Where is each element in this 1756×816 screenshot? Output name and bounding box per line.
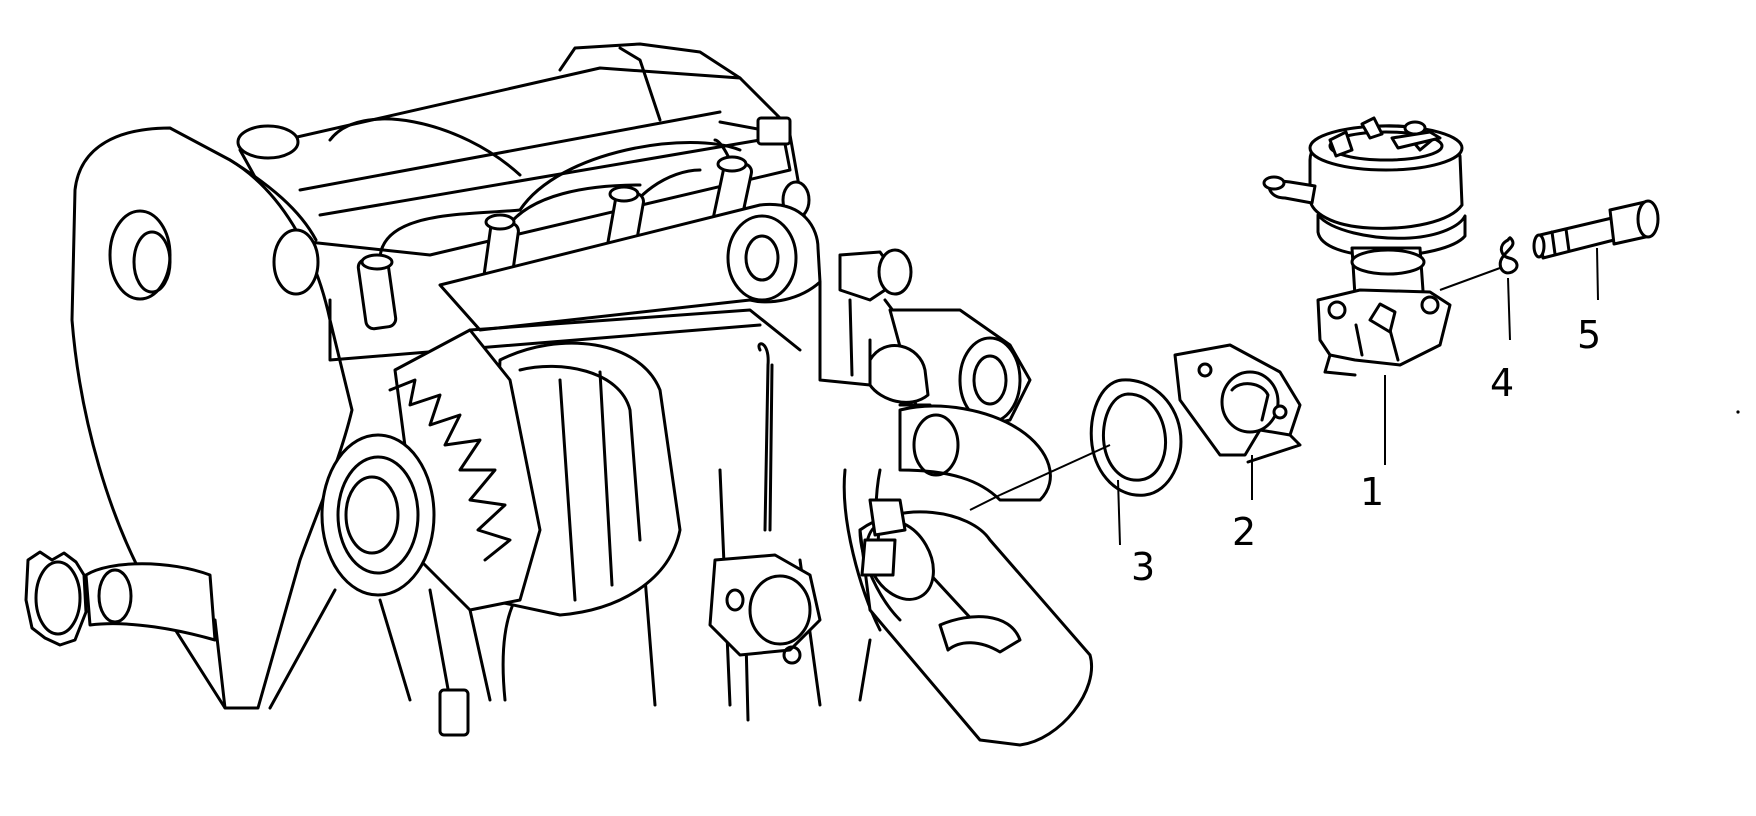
oil-filler-neck	[24, 550, 217, 647]
leader-part-5	[1596, 247, 1599, 301]
valve-cover	[236, 42, 811, 257]
speck	[1736, 410, 1740, 414]
spring-washer-part-4	[1498, 236, 1519, 275]
leader-pump-to-washer	[1439, 267, 1501, 291]
fuel-pump-part-1	[1262, 116, 1467, 377]
intake-pipe	[438, 203, 913, 387]
fuel-lines	[860, 498, 907, 577]
callout-3: 3	[1131, 545, 1155, 589]
leader-gasket-to-engine-2	[969, 494, 1001, 511]
breather-hoses	[842, 308, 1052, 632]
callout-2: 2	[1232, 510, 1256, 554]
leader-part-3	[1117, 479, 1121, 546]
leader-lines	[969, 247, 1599, 546]
gasket-part-3	[1089, 378, 1183, 497]
leader-gasket-to-engine	[999, 444, 1111, 496]
dipstick	[744, 342, 774, 722]
callouts: 1 2 3 4 5	[1131, 313, 1601, 589]
pump-mounting-flange	[708, 553, 822, 665]
intermediate-flange-part-2	[1173, 343, 1302, 464]
oil-filter	[858, 510, 1093, 747]
callout-4: 4	[1490, 361, 1514, 405]
callout-5: 5	[1577, 313, 1601, 357]
bolt-part-5	[1532, 199, 1660, 260]
alternator	[268, 328, 682, 737]
callout-1: 1	[1360, 470, 1384, 514]
leader-part-4	[1507, 277, 1511, 341]
engine-assembly	[24, 42, 1093, 747]
